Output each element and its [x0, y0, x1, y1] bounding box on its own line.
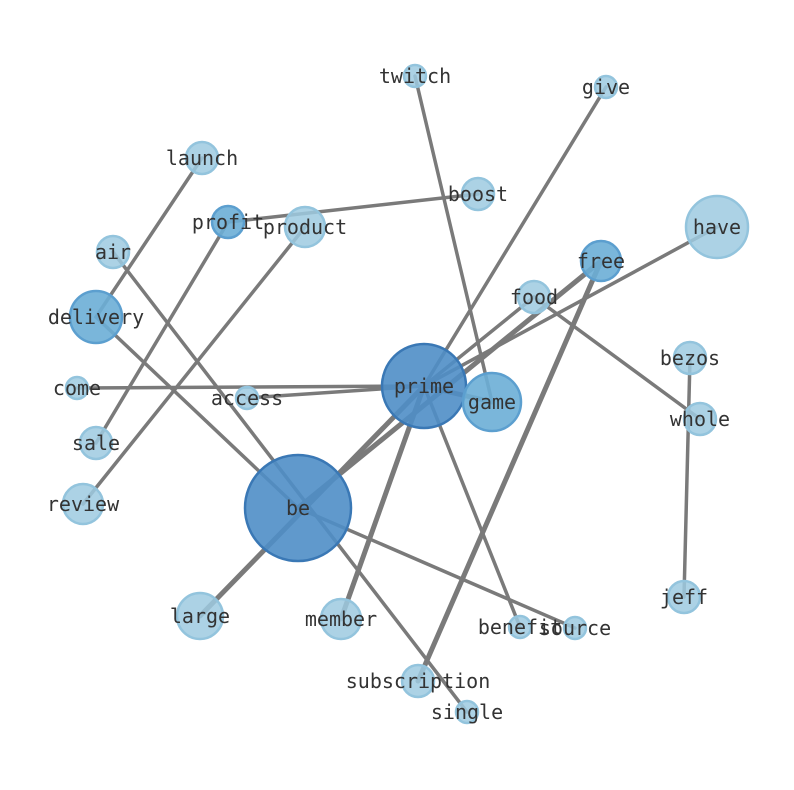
nodes-layer: [61, 63, 750, 725]
node-air[interactable]: [95, 234, 131, 270]
node-label-free: free: [577, 249, 625, 273]
node-food[interactable]: [516, 279, 552, 315]
node-review[interactable]: [61, 482, 105, 526]
node-bezos[interactable]: [672, 340, 708, 376]
node-label-jeff: jeff: [660, 585, 708, 609]
node-profit[interactable]: [210, 204, 246, 240]
edge-launch-delivery: [94, 156, 204, 319]
node-boost[interactable]: [460, 176, 496, 212]
node-label-subscription: subscription: [346, 669, 491, 693]
node-label-bezos: bezos: [660, 346, 720, 370]
node-jeff[interactable]: [666, 579, 702, 615]
node-label-large: large: [170, 604, 230, 628]
node-label-sale: sale: [72, 431, 120, 455]
node-label-be: be: [286, 496, 310, 520]
node-label-give: give: [582, 75, 630, 99]
edge-bezos-jeff: [682, 356, 692, 599]
node-sale[interactable]: [78, 425, 114, 461]
node-label-single: single: [431, 700, 503, 724]
node-large[interactable]: [175, 591, 225, 641]
node-whole[interactable]: [682, 401, 718, 437]
node-label-profit: profit: [192, 210, 264, 234]
edge-have-prime: [422, 225, 719, 388]
node-twitch[interactable]: [402, 63, 428, 89]
node-label-whole: whole: [670, 407, 730, 431]
node-product[interactable]: [283, 205, 327, 249]
node-label-air: air: [95, 240, 131, 264]
edge-boost-profit: [226, 192, 480, 224]
node-give[interactable]: [593, 74, 619, 100]
edge-product-review: [81, 225, 307, 506]
node-be[interactable]: [243, 453, 353, 563]
node-label-boost: boost: [448, 182, 508, 206]
node-source[interactable]: [562, 615, 588, 641]
node-label-prime: prime: [394, 374, 454, 398]
edge-twitch-game: [413, 74, 494, 404]
node-subscription[interactable]: [400, 663, 436, 699]
node-come[interactable]: [64, 375, 90, 401]
node-member[interactable]: [319, 597, 363, 641]
edge-free-subscription: [415, 258, 604, 684]
node-delivery[interactable]: [68, 289, 124, 345]
node-label-have: have: [693, 215, 741, 239]
node-free[interactable]: [579, 239, 623, 283]
edge-food-whole: [532, 295, 702, 421]
node-label-member: member: [305, 607, 377, 631]
node-launch[interactable]: [184, 140, 220, 176]
node-label-benefit: benefit: [478, 615, 562, 639]
node-label-product: product: [263, 215, 347, 239]
node-access[interactable]: [234, 385, 260, 411]
node-label-game: game: [468, 390, 516, 414]
node-single[interactable]: [454, 699, 480, 725]
node-game[interactable]: [461, 371, 523, 433]
edge-profit-sale: [94, 220, 230, 445]
node-label-delivery: delivery: [48, 305, 144, 329]
node-label-source: source: [539, 616, 611, 640]
node-label-access: access: [211, 386, 283, 410]
edge-give-prime: [422, 85, 608, 388]
node-label-twitch: twitch: [379, 64, 451, 88]
node-have[interactable]: [684, 194, 750, 260]
node-label-review: review: [47, 492, 120, 516]
node-label-launch: launch: [166, 146, 238, 170]
node-label-food: food: [510, 285, 558, 309]
node-prime[interactable]: [380, 342, 468, 430]
node-benefit[interactable]: [507, 614, 533, 640]
node-label-come: come: [53, 376, 101, 400]
